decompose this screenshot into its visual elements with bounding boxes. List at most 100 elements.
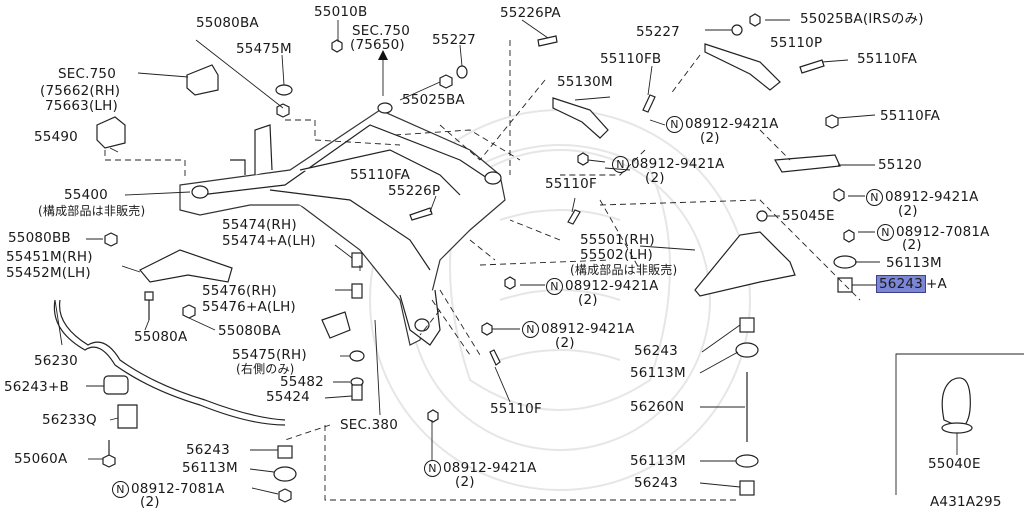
- label-55110P[interactable]: 55110P: [770, 35, 823, 51]
- label-56233Q[interactable]: 56233Q: [42, 412, 97, 428]
- label-55110FA-c[interactable]: 55110FA: [350, 167, 411, 183]
- label-08912-7081A-1-qty: (2): [902, 237, 922, 253]
- label-56260N[interactable]: 56260N: [630, 399, 685, 415]
- label-55400[interactable]: 55400: [64, 187, 108, 203]
- label-55475-rh[interactable]: 55475(RH): [232, 347, 307, 363]
- inset-box-55040E: [895, 353, 1024, 495]
- label-55120[interactable]: 55120: [878, 157, 922, 173]
- label-08912-9421A-1-qty: (2): [700, 130, 720, 146]
- n-symbol: N: [522, 321, 539, 338]
- part-number: 08912-9421A: [443, 460, 537, 476]
- hardware-parts: [53, 13, 857, 503]
- dashed-lines: [104, 40, 861, 501]
- part-number: 08912-9421A: [685, 116, 779, 132]
- n-symbol: N: [546, 278, 563, 295]
- label-sec750-left-rh: (75662(RH): [40, 83, 121, 99]
- label-55060A[interactable]: 55060A: [14, 451, 68, 467]
- label-55501-note: (構成部品は非販売): [570, 263, 678, 277]
- label-55490[interactable]: 55490: [34, 129, 78, 145]
- label-08912-9421A-3-qty: (2): [898, 203, 918, 219]
- label-sec750-top-sub: (75650): [350, 37, 405, 53]
- label-56113M-b[interactable]: 56113M: [630, 453, 686, 469]
- label-55130M[interactable]: 55130M: [557, 74, 613, 90]
- label-sec750-top[interactable]: SEC.750: [352, 23, 410, 39]
- label-56243-b[interactable]: 56243: [634, 475, 678, 491]
- part-number: 08912-7081A: [896, 224, 990, 240]
- label-55110FB[interactable]: 55110FB: [600, 51, 662, 67]
- label-55025BA-irs[interactable]: 55025BA(IRSのみ): [800, 11, 924, 27]
- part-number: 08912-9421A: [631, 156, 725, 172]
- label-55080BA-top[interactable]: 55080BA: [196, 15, 259, 31]
- label-55110FA-r1[interactable]: 55110FA: [857, 51, 918, 67]
- label-55451M[interactable]: 55451M(RH): [6, 249, 93, 265]
- label-08912-9421A-4-qty: (2): [578, 292, 598, 308]
- label-56243B[interactable]: 56243+B: [4, 379, 69, 395]
- label-55476-rh[interactable]: 55476(RH): [202, 283, 277, 299]
- label-55474-lh[interactable]: 55474+A(LH): [222, 233, 316, 249]
- label-55400-note: (構成部品は非販売): [38, 204, 146, 218]
- label-56113M-bl[interactable]: 56113M: [182, 460, 238, 476]
- label-55110F-bot[interactable]: 55110F: [490, 401, 542, 417]
- label-55010B[interactable]: 55010B: [314, 4, 368, 20]
- label-55424[interactable]: 55424: [266, 389, 310, 405]
- label-56243-bl[interactable]: 56243: [186, 442, 230, 458]
- subframe-crossmember: [179, 102, 506, 346]
- label-56113M-r[interactable]: 56113M: [886, 255, 942, 271]
- leader-lines: [54, 19, 958, 495]
- label-55452M[interactable]: 55452M(LH): [6, 265, 91, 281]
- label-55475M[interactable]: 55475M: [236, 41, 292, 57]
- highlighted-part-number[interactable]: 56243: [876, 275, 926, 293]
- label-55501-rh[interactable]: 55501(RH): [580, 232, 655, 248]
- label-55080A[interactable]: 55080A: [134, 329, 188, 345]
- n-symbol: N: [612, 156, 629, 173]
- label-55110FA-r2[interactable]: 55110FA: [880, 108, 941, 124]
- part-number: 08912-9421A: [541, 321, 635, 337]
- label-56113M-mid[interactable]: 56113M: [630, 365, 686, 381]
- label-55474-rh[interactable]: 55474(RH): [222, 217, 297, 233]
- part-number: 08912-9421A: [885, 189, 979, 205]
- label-sec750-left[interactable]: SEC.750: [58, 66, 116, 82]
- label-55475-note: (右側のみ): [236, 362, 295, 376]
- n-symbol: N: [666, 116, 683, 133]
- label-55476-lh[interactable]: 55476+A(LH): [202, 299, 296, 315]
- n-symbol: N: [877, 224, 894, 241]
- n-symbol: N: [112, 481, 129, 498]
- label-55482[interactable]: 55482: [280, 374, 324, 390]
- label-56243-mid[interactable]: 56243: [634, 343, 678, 359]
- diagram-id: A431A295: [930, 494, 1002, 510]
- label-55080BB[interactable]: 55080BB: [8, 230, 71, 246]
- label-08912-7081A-2-qty: (2): [140, 494, 160, 510]
- part-suffix: +A: [925, 276, 947, 292]
- label-55045E[interactable]: 55045E: [782, 208, 835, 224]
- label-08912-9421A-5-qty: (2): [555, 335, 575, 351]
- label-55025BA[interactable]: 55025BA: [402, 92, 465, 108]
- label-55040E[interactable]: 55040E: [928, 456, 981, 472]
- label-55110F-top[interactable]: 55110F: [545, 176, 597, 192]
- label-55502-lh[interactable]: 55502(LH): [580, 247, 653, 263]
- label-55080BA-mid[interactable]: 55080BA: [218, 323, 281, 339]
- label-sec750-left-lh: 75663(LH): [45, 98, 118, 114]
- label-55227-a[interactable]: 55227: [432, 32, 476, 48]
- n-symbol: N: [866, 189, 883, 206]
- label-08912-9421A-2-qty: (2): [645, 170, 665, 186]
- label-08912-9421A-6-qty: (2): [455, 474, 475, 490]
- label-56230[interactable]: 56230: [34, 353, 78, 369]
- label-56243A-highlighted[interactable]: 56243+A: [876, 275, 947, 293]
- label-55226P[interactable]: 55226P: [388, 183, 441, 199]
- label-55227-b[interactable]: 55227: [636, 24, 680, 40]
- label-sec380[interactable]: SEC.380: [340, 417, 398, 433]
- label-55226PA[interactable]: 55226PA: [500, 5, 561, 21]
- up-arrow-icon: [378, 50, 388, 96]
- part-number: 08912-7081A: [131, 481, 225, 497]
- part-number: 08912-9421A: [565, 278, 659, 294]
- n-symbol: N: [424, 460, 441, 477]
